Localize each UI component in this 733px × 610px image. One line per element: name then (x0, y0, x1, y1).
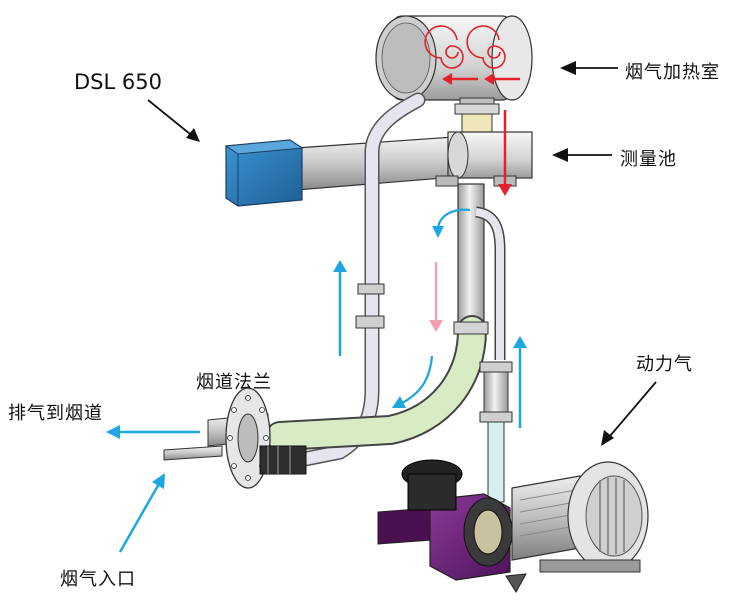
flow-arrow-pink (429, 262, 443, 332)
dsl-650-analyzer (224, 139, 304, 207)
flow-arrow-blue (333, 260, 347, 356)
flue-gas-inlet-label: 烟气入口 (60, 569, 136, 590)
flow-arrow-blue (106, 425, 200, 553)
motive-gas-label: 动力气 (636, 354, 693, 375)
flow-arrow-blue (513, 336, 527, 428)
probe-tube (295, 131, 533, 191)
heating-chamber (375, 15, 533, 133)
flue-flange (163, 387, 307, 489)
ejector-pump (377, 459, 527, 593)
flow-arrow-red (442, 73, 520, 85)
motive-gas-line (474, 206, 513, 503)
measuring-cell-label: 测量池 (620, 149, 677, 170)
flow-arrow-red (498, 110, 512, 196)
blower-motor (511, 461, 649, 573)
leader-arrow-black (147, 61, 657, 446)
dsl-650-label: DSL 650 (74, 70, 162, 94)
flue-flange-label: 烟道法兰 (196, 372, 272, 393)
heating-chamber-label: 烟气加热室 (625, 62, 720, 83)
exhaust-to-flue-label: 排气到烟道 (8, 403, 103, 424)
sample-down-tube (265, 183, 489, 451)
spiral-heater-coil (424, 25, 506, 69)
flow-arrow-blue (392, 208, 471, 408)
